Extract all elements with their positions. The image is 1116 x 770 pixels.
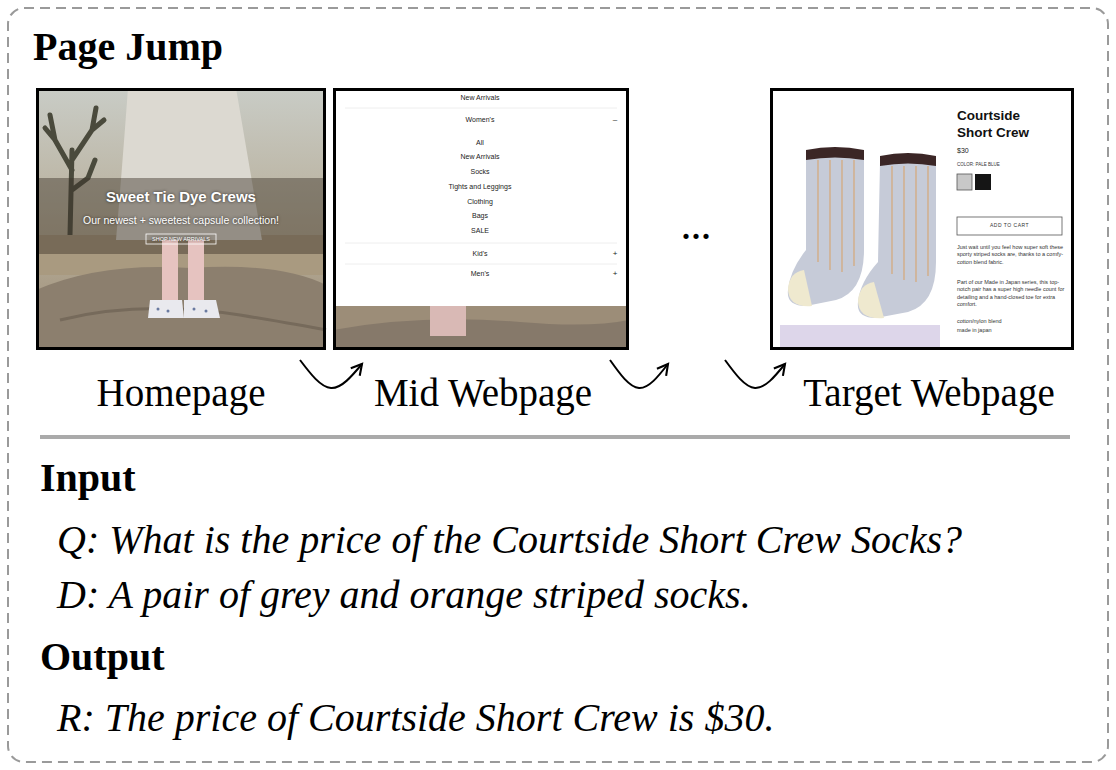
menu-item: Bags — [472, 212, 488, 220]
homepage-photo — [36, 88, 326, 350]
curved-arrow — [725, 360, 785, 388]
page-caption: Homepage — [97, 371, 266, 416]
product-description: Just wait until you feel how super soft … — [957, 244, 1067, 266]
product-detail: cotton/nylon blend — [957, 318, 1002, 324]
product-detail: made in japan — [957, 327, 992, 333]
menu-item: All — [476, 139, 484, 147]
section-heading: Input — [40, 455, 136, 501]
menu-item: New Arrivals — [461, 94, 500, 102]
screenshot-box: Mid WebpageNew ArrivalsWomen's–AllNew Ar… — [333, 88, 629, 350]
menu-screenshot — [333, 88, 629, 350]
menu-item: Kid's — [473, 250, 488, 258]
menu-item: Socks — [470, 168, 489, 176]
menu-toggle: + — [613, 249, 618, 258]
product-screenshot — [770, 88, 1074, 350]
banner-text: Our newest + sweetest capsule collection… — [83, 214, 279, 226]
product-price: $30 — [957, 147, 969, 155]
color-label: COLOR: PALE BLUE — [957, 162, 1000, 167]
menu-toggle: – — [613, 115, 617, 124]
button-text: ADD TO CART — [990, 223, 1029, 229]
figure-title: Page Jump — [33, 24, 223, 70]
response-text: R: The price of Courtside Short Crew is … — [57, 695, 774, 741]
menu-item: New Arrivals — [461, 153, 500, 161]
button-text: SHOP NEW ARRIVALS — [152, 236, 210, 242]
product-name: Courtside Short Crew — [957, 108, 1057, 142]
banner-heading: Sweet Tie Dye Crews — [106, 188, 256, 205]
screenshot-box: Target WebpageCourtside Short Crew$30COL… — [770, 88, 1074, 350]
page-caption: Target Webpage — [803, 371, 1055, 416]
menu-toggle: + — [613, 269, 618, 278]
menu-item: Tights and Leggings — [449, 183, 512, 191]
description-text: D: A pair of grey and orange striped soc… — [57, 572, 751, 618]
ellipsis: ... — [682, 210, 712, 247]
separator-rule — [40, 435, 1070, 439]
curved-arrow — [610, 360, 668, 388]
section-heading: Output — [40, 634, 165, 680]
query-text: Q: What is the price of the Courtside Sh… — [57, 517, 962, 563]
product-description: Part of our Made in Japan series, this t… — [957, 279, 1067, 309]
menu-item: Women's — [466, 116, 495, 124]
menu-item: Men's — [471, 270, 489, 278]
screenshot-box: HomepageSweet Tie Dye CrewsOur newest + … — [36, 88, 326, 350]
curved-arrow — [300, 360, 362, 388]
menu-item: Clothing — [467, 198, 493, 206]
dashed-frame — [8, 8, 1108, 762]
ellipsis-step: ... — [650, 88, 745, 350]
menu-item: SALE — [471, 227, 489, 235]
page-caption: Mid Webpage — [374, 371, 592, 416]
